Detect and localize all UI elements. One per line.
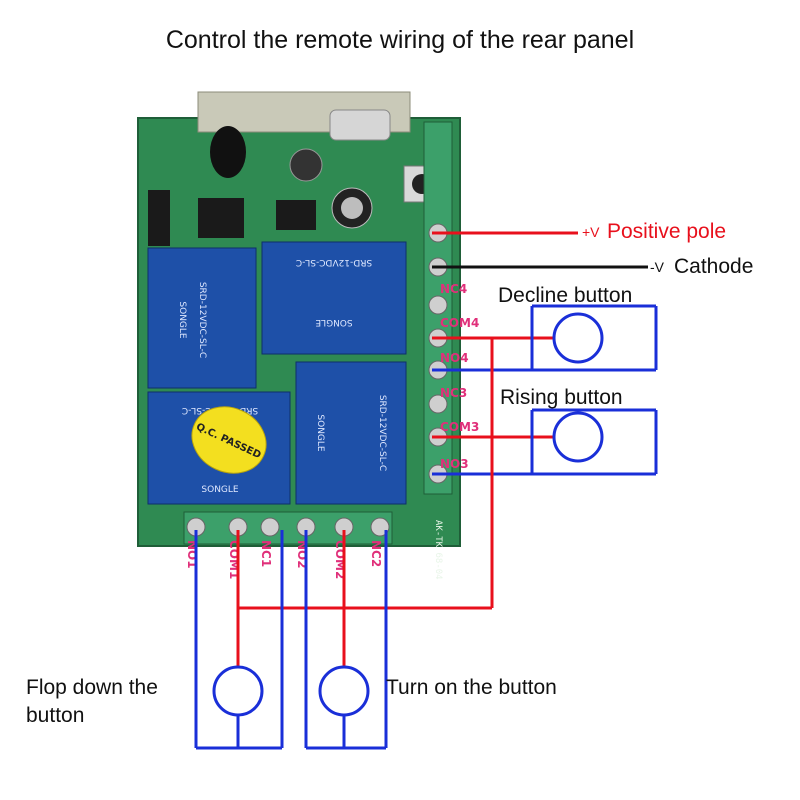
page-title: Control the remote wiring of the rear pa… [165, 26, 635, 54]
capacitor-top [341, 197, 363, 219]
negative-sign: -V [650, 259, 664, 275]
flop-down-button-symbol [212, 665, 264, 717]
rising-button-symbol [552, 411, 604, 463]
relay-brand-text: SONGLE [201, 485, 239, 495]
right-terminal-label-no4: NO4 [440, 351, 469, 365]
cathode-label: Cathode [674, 255, 754, 278]
flop-down-label-line2: button [26, 704, 85, 727]
relay-k2: SRD-12VDC-SL-C SONGLE [261, 241, 407, 355]
ic-chip [198, 198, 244, 238]
relay-k1: SRD-12VDC-SL-C SONGLE [147, 247, 257, 389]
relay-brand-text: SONGLE [315, 414, 325, 452]
bottom-blue-wiring [194, 530, 388, 750]
qc-sticker [191, 406, 267, 474]
turn-on-button-label: Turn on the button [386, 676, 557, 699]
decline-button-label: Decline button [498, 284, 633, 307]
right-terminal-label-nc4: NC4 [440, 282, 467, 296]
positive-pole-label: Positive pole [607, 220, 727, 243]
bottom-terminal-screws [186, 517, 390, 537]
inductor [210, 126, 246, 178]
ic-chip [148, 190, 170, 246]
right-terminal-label-no3: NO3 [440, 457, 469, 471]
bottom-terminal-block [183, 511, 393, 545]
relay-k4: SRD-12VDC-SL-C SONGLE [295, 361, 407, 505]
bottom-terminal-label-nc2: NC2 [369, 540, 383, 567]
right-terminal-label-com3: COM3 [440, 420, 479, 434]
relay-model-text: SRD-12VDC-SL-C [197, 282, 207, 358]
right-terminal-label-nc3: NC3 [440, 386, 467, 400]
right-terminal-label-com4: COM4 [440, 316, 479, 330]
relay-brand-text: SONGLE [315, 317, 353, 327]
bottom-terminal-label-nc1: NC1 [259, 540, 273, 567]
capacitor [289, 148, 323, 182]
terminal-screw [428, 295, 448, 315]
turn-on-button-symbol [318, 665, 370, 717]
terminal-screw [428, 394, 448, 414]
board-code: AK-TK 68-04 [433, 520, 443, 580]
right-terminal-screws [428, 223, 448, 484]
ic-chip [276, 200, 316, 230]
decline-button-symbol [552, 312, 604, 364]
crystal [329, 109, 391, 141]
positive-sign: +V [582, 224, 600, 240]
flop-down-label-line1: Flop down the [26, 676, 158, 699]
rising-button-label: Rising button [500, 386, 623, 409]
common-red-bus [236, 338, 494, 668]
relay-model-text: SRD-12VDC-SL-C [377, 395, 387, 471]
terminal-screw [260, 517, 280, 537]
relay-brand-text: SONGLE [177, 301, 187, 339]
relay-model-text: SRD-12VDC-SL-C [296, 257, 372, 267]
